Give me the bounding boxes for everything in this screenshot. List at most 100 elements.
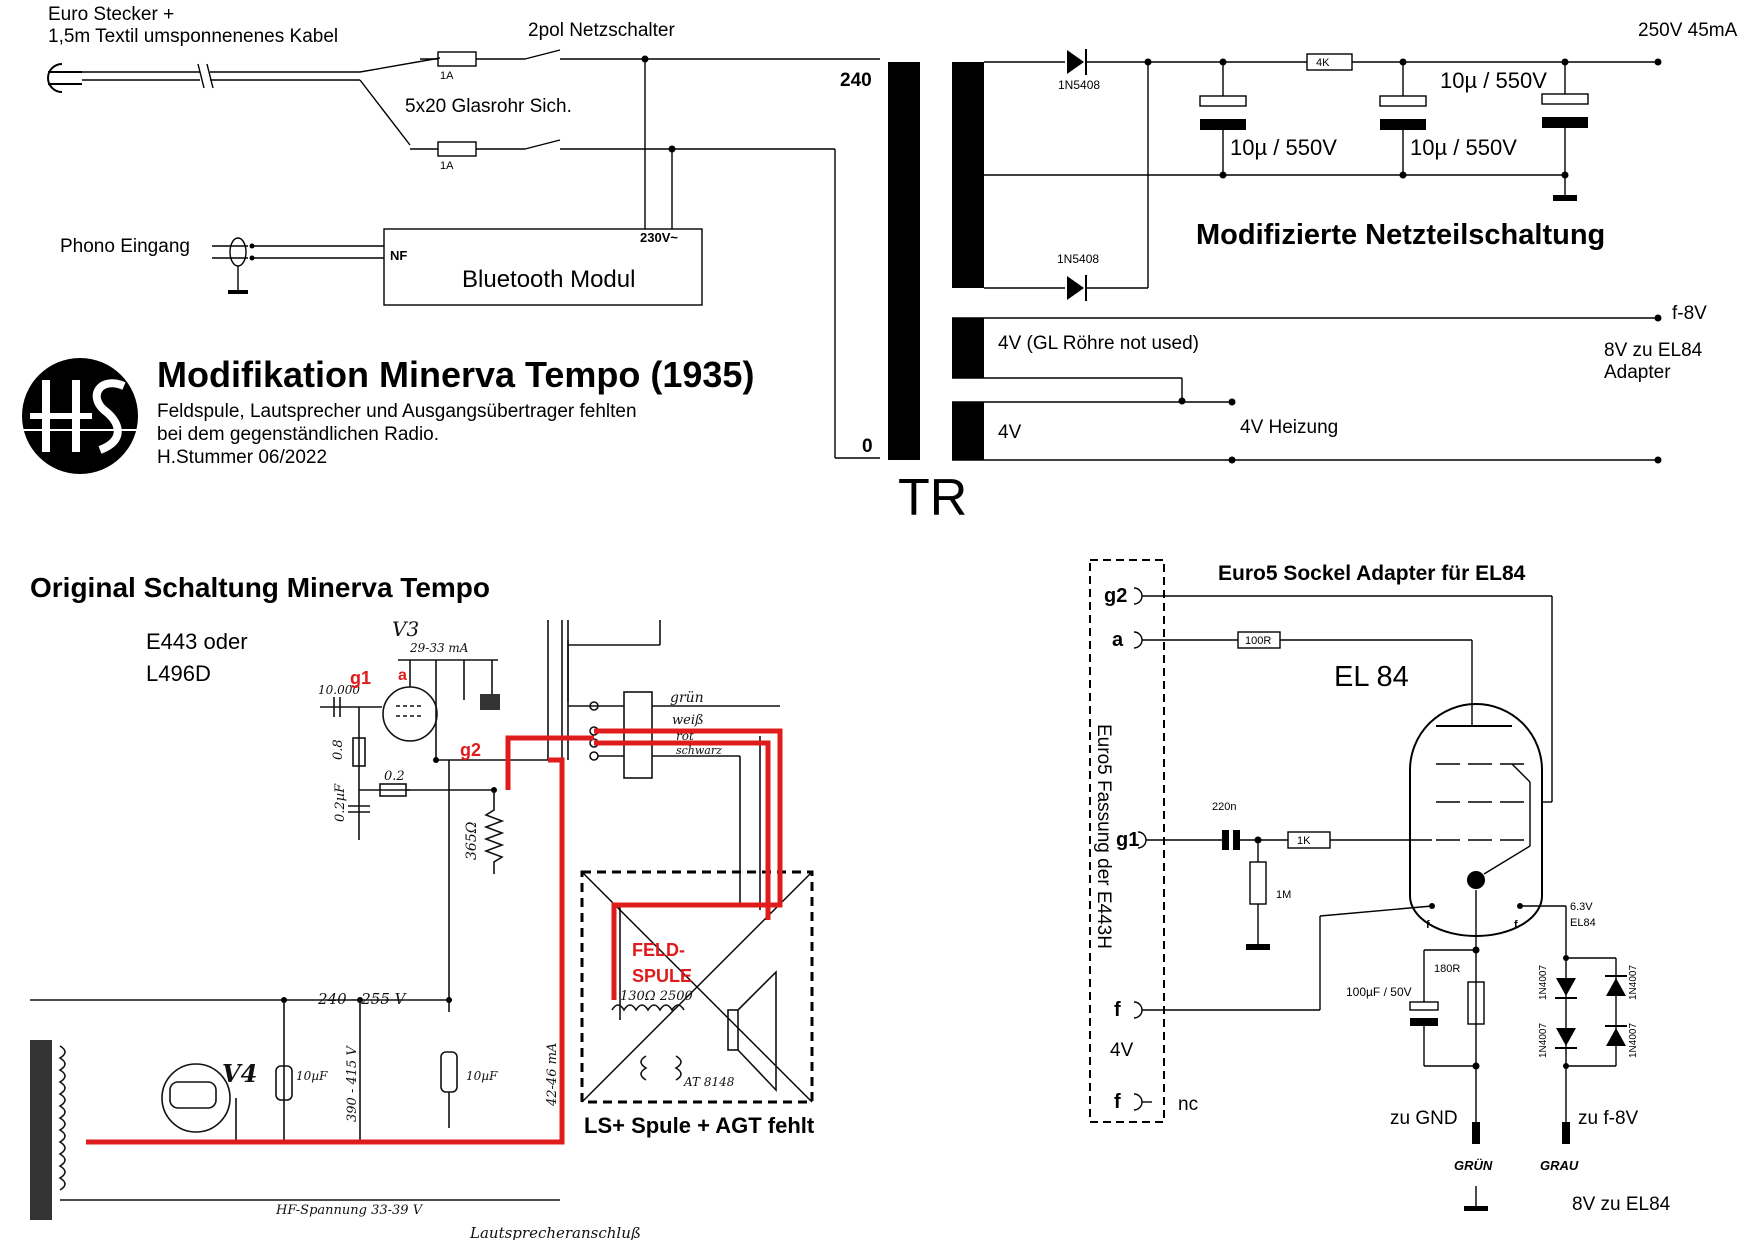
label-nc: nc [1178, 1094, 1198, 1115]
capacitor-3-label: 10µ / 550V [1440, 68, 1547, 93]
bt-module-label: Bluetooth Modul [462, 266, 635, 293]
pin-a-label: a [1112, 629, 1124, 651]
fuse-bottom: 1A [410, 141, 525, 172]
tube-types-2: L496D [146, 661, 211, 686]
pin-f1: f [1114, 905, 1433, 1021]
ground-icon [1464, 1206, 1488, 1211]
fuse-top-value: 1A [440, 70, 454, 82]
pin-g1: g1 220n 1K 1M [1116, 801, 1432, 950]
transformer: 240 0 TR [840, 62, 984, 527]
adapter-note-1: 8V zu EL84 [1604, 340, 1703, 361]
diode-bottom: 1N5408 [1057, 252, 1099, 301]
hw-29-33: 29-33 mA [409, 641, 469, 655]
grau-label: GRAU [1540, 1158, 1579, 1173]
diode-top: 1N5408 [1058, 49, 1100, 92]
capacitor-1-label: 10µ / 550V [1230, 135, 1337, 160]
hw-02: 0.2 [384, 769, 405, 784]
hw-10uf: 10µF [296, 1069, 328, 1083]
r-100-label: 100R [1245, 635, 1271, 647]
adapter-section: Euro5 Sockel Adapter für EL84 Euro5 Fass… [1089, 559, 1671, 1215]
hw-ls: Lautsprecheranschluß [469, 1224, 641, 1240]
tube-label: EL 84 [1334, 661, 1409, 693]
switch-label: 2pol Netzschalter [528, 20, 675, 41]
document-title: Modifikation Minerva Tempo (1935) [157, 354, 754, 395]
bt-nf-label: NF [390, 248, 407, 263]
capacitor-1: 10µ / 550V [1199, 58, 1337, 179]
title-line-2: bei dem gegenständlichen Radio. [157, 424, 439, 445]
pin-g1-label: g1 [1116, 829, 1139, 851]
r-1m-label: 1M [1276, 889, 1291, 901]
tube-types-1: E443 oder [146, 629, 248, 654]
capacitor-2-label: 10µ / 550V [1410, 135, 1517, 160]
heater-v-label: 6.3V [1570, 901, 1593, 913]
diode-bottom-label: 1N5408 [1057, 252, 1099, 266]
original-title: Original Schaltung Minerva Tempo [30, 572, 490, 603]
socket-label: Euro5 Fassung der E443H [1093, 724, 1114, 949]
hw-08: 0.8 [331, 739, 346, 760]
mains-plug-label: Euro Stecker + [48, 4, 174, 25]
d4-label: 1N4007 [1628, 1023, 1639, 1058]
fil-f1-label: f [1426, 919, 1430, 931]
hw-02uf: 0.2µF [333, 783, 348, 822]
bt-power-label: 230V~ [640, 230, 678, 245]
capacitor-2: 10µ / 550V [1379, 58, 1517, 179]
adapter-note-2: Adapter [1604, 362, 1671, 383]
fuse-label: 5x20 Glasrohr Sich. [405, 96, 572, 117]
tap-240: 240 [840, 70, 872, 91]
title-line-1: Feldspule, Lautsprecher und Ausgangsüber… [157, 401, 637, 422]
winding-4v-label: 4V [998, 422, 1022, 443]
hw-42-46: 42-46 mA [545, 1043, 560, 1107]
label-g2: g2 [460, 740, 481, 760]
r-1k-label: 1K [1297, 835, 1311, 847]
hw-v3: V3 [392, 617, 419, 641]
title-block: Modifikation Minerva Tempo (1935) Feldsp… [22, 354, 754, 474]
label-a: a [398, 667, 407, 684]
c-220n-label: 220n [1212, 801, 1236, 813]
hw-390-415: 390 - 415 V [345, 1045, 360, 1122]
output-hv-label: 250V 45mA [1638, 20, 1738, 41]
resistor-4k-label: 4K [1316, 57, 1330, 69]
zu-gnd-label: zu GND [1390, 1108, 1458, 1129]
hw-130: 130Ω 2500 [620, 989, 693, 1004]
pin-f2-label: f [1114, 1091, 1121, 1113]
output-f8v-label: f-8V [1672, 303, 1707, 324]
phono-jack-icon [212, 237, 384, 294]
ground-icon [1246, 944, 1270, 950]
adapter-note: 8V zu EL84 [1572, 1194, 1671, 1215]
bluetooth-module: NF 230V~ Bluetooth Modul [383, 228, 703, 306]
euro5-socket-frame [1089, 559, 1165, 1123]
resistor-4k: 4K [1306, 53, 1353, 71]
adapter-title: Euro5 Sockel Adapter für EL84 [1218, 562, 1526, 585]
zu-f8v-label: zu f-8V [1578, 1108, 1639, 1129]
pin-f1-label: f [1114, 999, 1121, 1021]
hw-gruen: grün [670, 690, 704, 706]
hs-logo-icon [22, 358, 138, 474]
original-schematic-section: Original Schaltung Minerva Tempo E443 od… [30, 572, 815, 1240]
field-coil-label-2: SPULE [632, 966, 692, 986]
heater-label: 4V Heizung [1240, 417, 1338, 438]
pin-g2: g2 [1104, 585, 1553, 802]
mains-cable-label: 1,5m Textil umsponnenenes Kabel [48, 26, 338, 47]
pin-g2-label: g2 [1104, 585, 1127, 607]
transformer-label: TR [898, 469, 967, 527]
diode-bridge: 1N4007 1N4007 1N4007 1N4007 [1538, 965, 1639, 1058]
pin-a: a 100R [1112, 629, 1473, 726]
d1-label: 1N4007 [1538, 965, 1549, 1000]
label-4v: 4V [1110, 1040, 1134, 1061]
fuse-bottom-value: 1A [440, 160, 454, 172]
ground-icon [1553, 195, 1577, 201]
winding-4v-unused-label: 4V (GL Röhre not used) [998, 333, 1199, 354]
power-section-title: Modifizierte Netzteilschaltung [1196, 219, 1605, 251]
title-line-3: H.Stummer 06/2022 [157, 447, 327, 468]
fil-f2-label: f [1514, 919, 1518, 931]
hw-at: AT 8148 [683, 1075, 735, 1089]
r-180-label: 180R [1434, 963, 1460, 975]
phono-label: Phono Eingang [60, 236, 190, 257]
hw-10000: 10.000 [318, 683, 360, 697]
hw-weiss: weiß [672, 713, 704, 728]
missing-parts-note: LS+ Spule + AGT fehlt [584, 1113, 815, 1138]
tap-0: 0 [862, 436, 873, 457]
field-coil-label-1: FELD- [632, 940, 685, 960]
scanned-original-drawing: V3 29-33 mA 10.000 0.8 0.2µF 0.2 [30, 617, 814, 1240]
